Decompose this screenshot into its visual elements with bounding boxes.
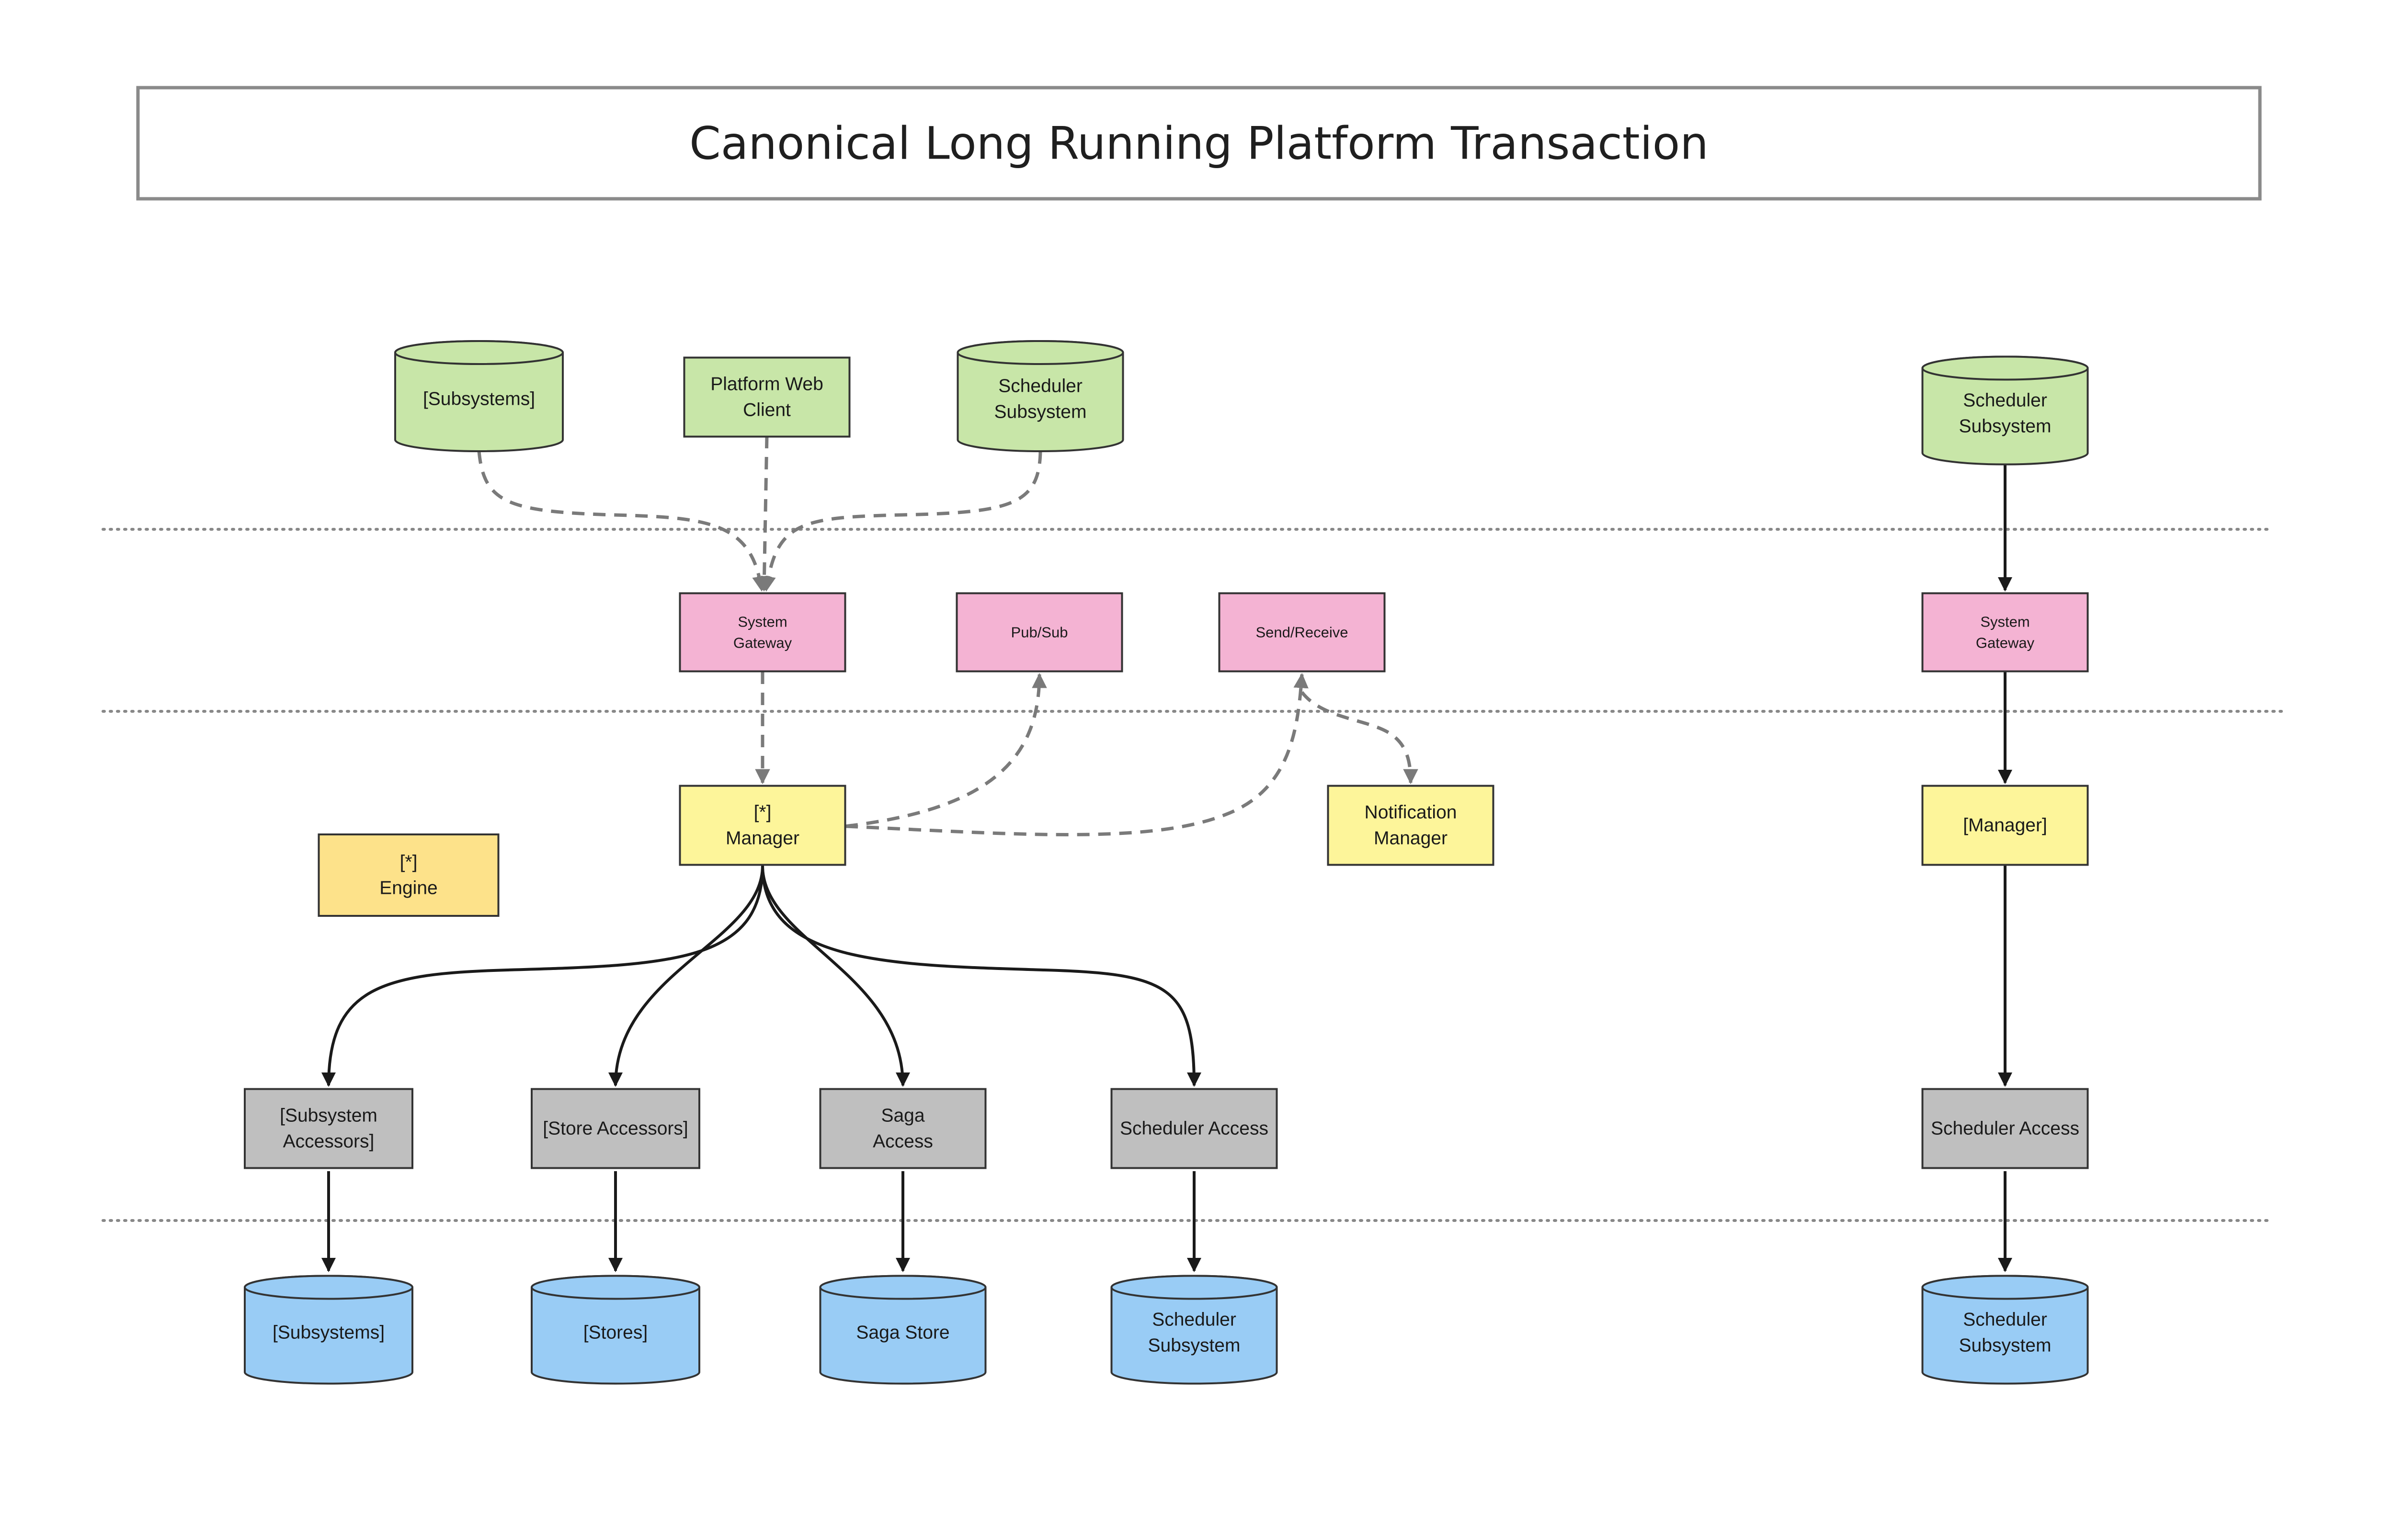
node-box: [679, 592, 846, 673]
flow-sendreceive-to-notification: [1300, 691, 1418, 785]
cylinder-top: [394, 340, 564, 365]
node-label-line: Manager: [1374, 828, 1448, 849]
node-label-line: [Manager]: [1963, 815, 2047, 836]
node-box: [1921, 785, 2089, 866]
node-label-line: Platform Web: [710, 374, 823, 395]
node-label-line: Manager: [726, 828, 799, 849]
flow-manager-to-saga-access: [761, 865, 910, 1087]
node-label-line: Pub/Sub: [1011, 624, 1068, 641]
node-label-line: Scheduler: [1963, 1310, 2047, 1330]
node-box: [531, 1088, 700, 1169]
node-label-line: [*]: [754, 802, 772, 823]
node-label-line: Subsystem: [994, 402, 1087, 422]
node-box: [1921, 592, 2089, 673]
flow-subsystems-to-gateway: [477, 451, 767, 592]
node-store-subsystems: [Subsystems]: [244, 1275, 413, 1385]
node-label-line: Saga: [881, 1106, 924, 1126]
node-label-line: Subsystem: [1959, 416, 2052, 437]
flow-webclient-to-gateway: [756, 435, 772, 592]
cylinder-top: [1110, 1275, 1278, 1300]
cylinder-top: [1921, 355, 2089, 381]
node-box: [1218, 592, 1386, 673]
node-manager: [*] Manager: [679, 785, 846, 866]
node-label-line: Access: [873, 1131, 933, 1152]
cylinder-top: [1921, 1275, 2089, 1300]
node-label-line: Saga Store: [856, 1323, 949, 1343]
node-label-line: Gateway: [733, 635, 792, 651]
node-box: [819, 1088, 987, 1169]
node-label-line: Subsystem: [1148, 1335, 1241, 1356]
node-label-line: Scheduler Access: [1931, 1118, 2079, 1139]
cylinder-top: [244, 1275, 413, 1300]
node-label-line: System: [1980, 614, 2030, 630]
node-label-line: [Subsystems]: [273, 1323, 385, 1343]
node-right-scheduler-access: Scheduler Access: [1921, 1088, 2089, 1169]
node-box: [1327, 785, 1494, 866]
node-scheduler-access: Scheduler Access: [1110, 1088, 1278, 1169]
flow-manager-to-sendreceive: [845, 673, 1309, 836]
node-label-line: Send/Receive: [1255, 624, 1348, 641]
flow-manager-to-subsystem-accessors: [321, 865, 764, 1087]
node-label-line: [Subsystems]: [423, 389, 535, 410]
node-box: [1921, 1088, 2089, 1169]
flow-scheduler-to-gateway: [761, 451, 1042, 592]
node-box: [1110, 1088, 1278, 1169]
node-box: [679, 785, 846, 866]
node-label-line: Accessors]: [283, 1131, 375, 1152]
node-label-line: Engine: [379, 878, 437, 899]
node-label-line: [*]: [400, 852, 418, 873]
cylinder-top: [819, 1275, 987, 1300]
node-client-subsystems: [Subsystems]: [394, 340, 564, 452]
node-label-line: Scheduler: [1963, 390, 2047, 411]
node-box: [683, 356, 851, 438]
node-label-line: Scheduler: [1152, 1310, 1236, 1330]
node-label-line: Notification: [1365, 802, 1457, 823]
node-label-line: Scheduler Access: [1120, 1118, 1268, 1139]
node-pub-sub: Pub/Sub: [956, 592, 1123, 673]
flow-manager-to-pubsub: [845, 673, 1047, 828]
node-send-receive: Send/Receive: [1218, 592, 1386, 673]
node-label-line: [Store Accessors]: [543, 1118, 688, 1139]
title-box: [136, 86, 2262, 201]
node-right-manager: [Manager]: [1921, 785, 2089, 866]
node-store-stores: [Stores]: [531, 1275, 700, 1385]
cylinder-top: [531, 1275, 700, 1300]
node-box: [318, 833, 500, 917]
node-label-line: Subsystem: [1959, 1335, 2052, 1356]
node-box: [244, 1088, 413, 1169]
flow-manager-to-store-accessors: [608, 865, 764, 1087]
node-store-accessors: [Store Accessors]: [531, 1088, 700, 1169]
diagram-title: Canonical Long Running Platform Transact…: [689, 118, 1709, 170]
node-engine: [*] Engine: [318, 833, 500, 917]
node-box: [956, 592, 1123, 673]
node-label-line: [Stores]: [583, 1323, 648, 1343]
node-label-line: Gateway: [1976, 635, 2035, 651]
flow-manager-to-scheduler-access: [761, 865, 1201, 1087]
node-label-line: Client: [743, 400, 791, 421]
node-label-line: [Subsystem: [280, 1106, 377, 1126]
cylinder-top: [957, 340, 1124, 365]
node-store-saga: Saga Store: [819, 1275, 987, 1385]
node-label-line: Scheduler: [998, 376, 1083, 397]
node-label-line: System: [738, 614, 787, 630]
